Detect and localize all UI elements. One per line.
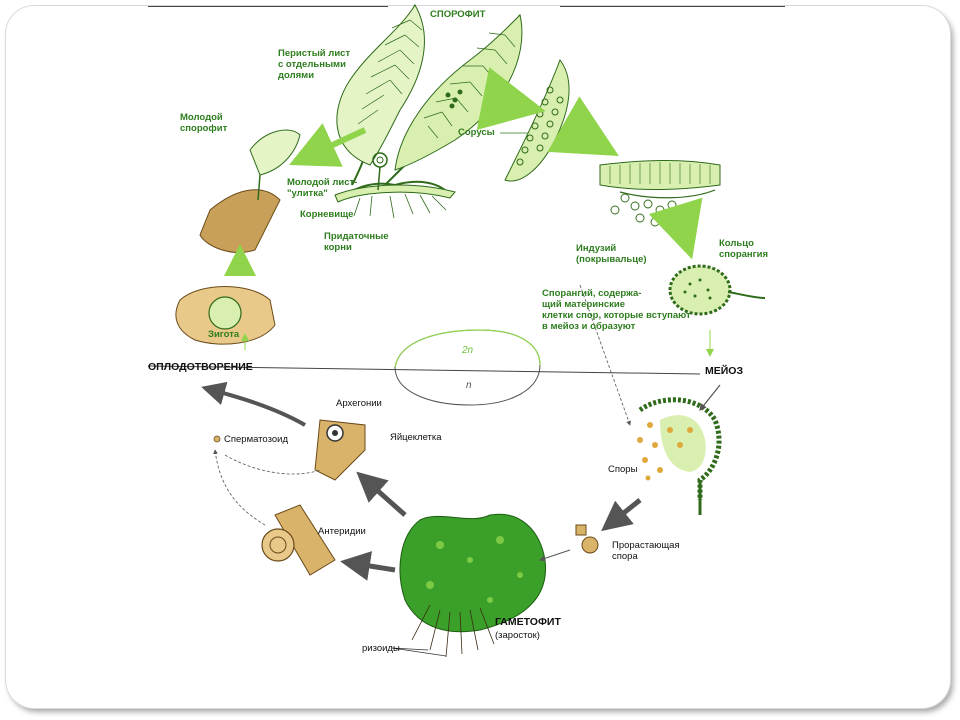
fern-sporophyte xyxy=(334,4,523,219)
label-gametophyte: ГАМЕТОФИТ xyxy=(495,616,561,628)
label-young-sporophyte: Молодой спорофит xyxy=(180,112,228,134)
label-sperm: Сперматозоид xyxy=(224,434,288,445)
young-sporophyte xyxy=(199,129,301,253)
top-rule-left xyxy=(148,6,388,7)
top-rule-right xyxy=(560,6,785,7)
open-sporangium xyxy=(637,397,722,515)
label-meiosis: МЕЙОЗ xyxy=(705,365,744,377)
gametophyte xyxy=(391,513,547,658)
label-pinnate-leaf: Перистый лист с отдельными долями xyxy=(278,48,351,81)
label-n: n xyxy=(466,380,472,391)
label-indusium: Индузий (покрывальце) xyxy=(576,243,647,265)
ploidy-zone xyxy=(147,329,701,406)
antheridium xyxy=(261,504,336,576)
label-antheridia: Антеридии xyxy=(318,526,366,537)
label-adventitious-roots: Придаточные корни xyxy=(324,231,389,253)
cycle-arrows xyxy=(201,67,721,581)
label-sporangium-note: Спорангий, содержа- щий материнские клет… xyxy=(542,288,691,332)
label-zygote: Зигота xyxy=(208,329,240,340)
zygote-tissue xyxy=(175,286,276,345)
sporangium xyxy=(668,264,766,316)
label-young-leaf: Молодой лист- "улитка" xyxy=(287,177,358,199)
label-germinating-spore: Прорастающая спора xyxy=(612,540,680,562)
germinating-spore xyxy=(575,524,599,554)
label-egg: Яйцеклетка xyxy=(390,432,442,443)
label-2n: 2n xyxy=(462,345,474,356)
label-prothallus: (заросток) xyxy=(495,630,540,641)
label-sori: Сорусы xyxy=(458,127,495,138)
label-rhizoids: ризоиды xyxy=(362,643,400,654)
label-annulus: Кольцо спорангия xyxy=(719,238,768,260)
label-archegonia: Архегонии xyxy=(336,398,382,409)
archegonium xyxy=(213,419,366,481)
leaf-cross-section xyxy=(599,159,721,227)
label-fertilization: ОПЛОДОТВОРЕНИЕ xyxy=(148,361,253,373)
label-spores: Споры xyxy=(608,464,638,475)
label-rhizome: Корневище xyxy=(300,209,354,220)
label-sporophyte: СПОРОФИТ xyxy=(430,9,486,20)
